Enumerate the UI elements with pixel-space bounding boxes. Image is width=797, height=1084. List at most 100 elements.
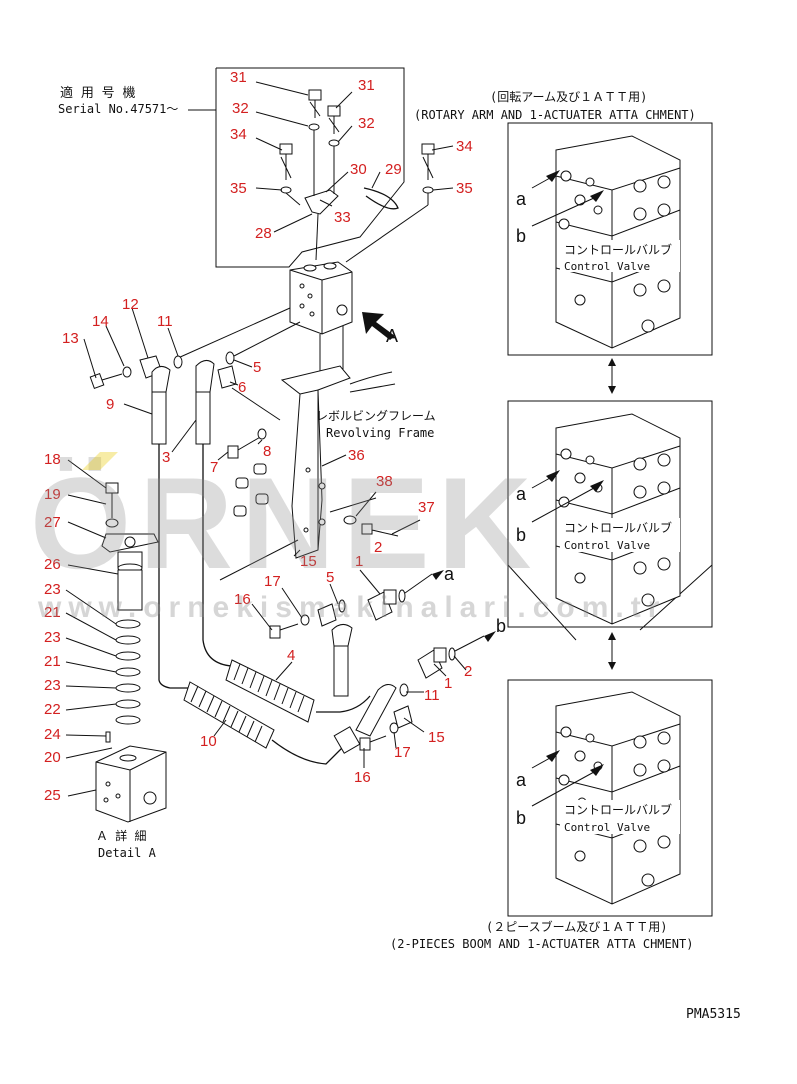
elbow-3 xyxy=(195,360,215,393)
callout-25: 27 xyxy=(44,514,61,531)
callout-4: 34 xyxy=(230,126,247,143)
callout-40: 1 xyxy=(355,553,363,570)
revolving-frame-label-jp: レボルビングフレーム xyxy=(316,409,436,423)
panel1-valve-jp: コントロールバルブ xyxy=(564,242,672,257)
callout-49: 15 xyxy=(428,729,445,746)
clamp-d xyxy=(233,505,247,517)
watermark-url: www.ornekismakinalari.com.tr xyxy=(37,591,666,624)
inset-frame xyxy=(215,67,405,268)
rotary-label-en: (ROTARY ARM AND 1-ACTUATER ATTA CHMENT) xyxy=(414,108,696,122)
callout-leaders xyxy=(65,81,467,797)
callout-50: 16 xyxy=(354,769,371,786)
oring-11b xyxy=(399,683,409,697)
flange-15b xyxy=(393,705,413,729)
panel1-valve-en: Control Valve xyxy=(564,260,650,273)
detail-a-label-jp: Ａ 詳 細 xyxy=(96,828,146,843)
drawing-code: PMA5315 xyxy=(686,1007,741,1022)
callout-24: 19 xyxy=(44,486,61,503)
callout-32: 22 xyxy=(44,701,61,718)
panel3-port-a: a xyxy=(516,770,527,790)
bolt-34b xyxy=(421,143,435,180)
washer-17b xyxy=(389,722,399,734)
bolt-16a xyxy=(269,623,299,639)
callout-12: 13 xyxy=(62,330,79,347)
callout-34: 20 xyxy=(44,749,61,766)
port-label-a: a xyxy=(444,564,455,584)
hose-lower-2 xyxy=(333,726,361,754)
callout-43: 16 xyxy=(234,591,251,608)
callout-15: 11 xyxy=(157,313,173,330)
callout-20: 8 xyxy=(263,443,271,460)
washer-14 xyxy=(122,366,132,378)
callout-2: 32 xyxy=(232,100,249,117)
callout-22: 36 xyxy=(348,447,365,464)
fitting-1b xyxy=(417,647,456,679)
control-valve-panel-1: a b コントロールバルブ Control Valve xyxy=(507,122,713,356)
callout-6: 35 xyxy=(230,180,247,197)
control-valve-panel-3: a b コントロールバルブ Control Valve xyxy=(507,679,713,917)
callout-11: 28 xyxy=(255,225,272,242)
callout-14: 12 xyxy=(122,296,139,313)
clamp-b xyxy=(235,477,249,489)
callout-36: 38 xyxy=(376,473,393,490)
callout-35: 25 xyxy=(44,787,61,804)
serial-label-jp: 適 用 号 機 xyxy=(60,85,135,101)
callout-37: 37 xyxy=(418,499,435,516)
bolt-37 xyxy=(361,523,399,537)
manifold-block xyxy=(289,261,353,335)
callout-3: 32 xyxy=(358,115,375,132)
callout-45: 10 xyxy=(200,733,217,750)
callout-51: 17 xyxy=(394,744,411,761)
callout-1: 31 xyxy=(358,77,375,94)
washer-38 xyxy=(343,515,357,525)
control-valve-panel-2: a b コントロールバルブ Control Valve xyxy=(507,400,713,641)
flange-6 xyxy=(217,365,237,389)
callout-42: 17 xyxy=(264,573,281,590)
boom-label-jp: (２ピースブーム及び１ＡＴＴ用) xyxy=(486,919,668,934)
callout-8: 30 xyxy=(350,161,367,178)
callout-16: 5 xyxy=(253,359,261,376)
oring-5 xyxy=(225,351,235,365)
port-label-b: b xyxy=(496,616,506,636)
hose-3 xyxy=(195,391,211,445)
boom-label-en: (2-PIECES BOOM AND 1-ACTUATER ATTA CHMEN… xyxy=(390,937,693,951)
inset-bolt-31a xyxy=(308,89,322,118)
panel3-valve-en: Control Valve xyxy=(564,821,650,834)
callout-27: 23 xyxy=(44,581,61,598)
panel1-port-b: b xyxy=(516,226,526,246)
view-arrow-label: A xyxy=(386,326,398,346)
oring-11 xyxy=(173,355,183,369)
clamp-a xyxy=(253,463,267,475)
bolt-16b xyxy=(359,735,387,751)
callout-41: 5 xyxy=(326,569,334,586)
callout-0: 31 xyxy=(230,69,247,86)
serial-label-en: Serial No.47571～ xyxy=(58,102,178,116)
revolving-frame-label-en: Revolving Frame xyxy=(326,426,434,440)
panel2-port-b: b xyxy=(516,525,526,545)
callout-19: 3 xyxy=(162,449,170,466)
panel2-valve-jp: コントロールバルブ xyxy=(564,520,672,535)
flange-15a xyxy=(317,603,337,627)
callout-47: 1 xyxy=(444,675,452,692)
callout-13: 14 xyxy=(92,313,109,330)
callout-28: 21 xyxy=(44,604,61,621)
callout-numbers: 31 31 32 32 34 34 35 35 30 29 33 28 13 1… xyxy=(44,69,473,804)
panel1-port-a: a xyxy=(516,189,527,209)
callout-10: 33 xyxy=(334,209,351,226)
elbow-lower-2 xyxy=(355,684,397,737)
hose-9 xyxy=(151,391,167,445)
callout-7: 35 xyxy=(456,180,473,197)
hose-clip-29 xyxy=(363,187,399,210)
detail-a-label-en: Detail A xyxy=(98,846,157,860)
view-arrow-a xyxy=(362,312,395,340)
callout-44: 4 xyxy=(287,647,295,664)
callout-33: 24 xyxy=(44,726,61,743)
callout-26: 26 xyxy=(44,556,61,573)
panel3-valve-jp: コントロールバルブ xyxy=(564,802,672,817)
elbow-9 xyxy=(151,366,171,393)
callout-21: 7 xyxy=(210,459,218,476)
washer-35b xyxy=(422,186,434,194)
panel2-port-a: a xyxy=(516,484,527,504)
watermark-brand: ÖRNEK xyxy=(30,450,539,596)
